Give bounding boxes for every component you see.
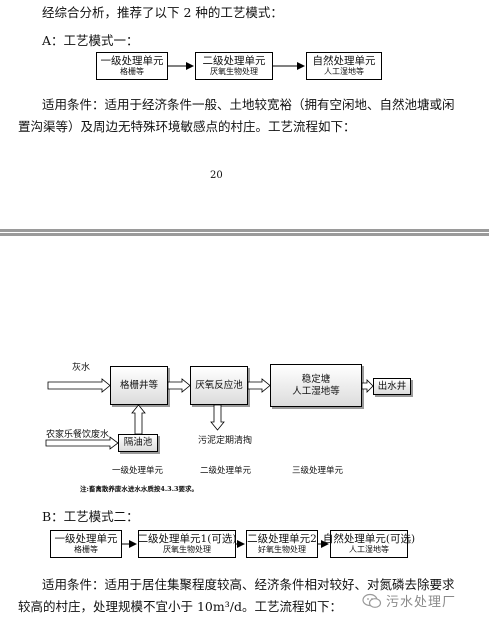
condition-line-2: 较高的村庄，处理规模不宜小于 10m³/d。工艺流程如下： bbox=[18, 599, 342, 614]
mode-b-unit-2: 二级处理单元1(可选) 厌氧生物处理 bbox=[138, 530, 236, 558]
diagram-note: 注:畜禽散养废水进水水质按4.3.3要求。 bbox=[80, 485, 198, 493]
anaerobic-tank-label: 厌氧反应池 bbox=[195, 379, 243, 391]
unit-subtitle: 格栅等 bbox=[120, 67, 144, 76]
unit-title: 自然处理单元(可选) bbox=[322, 533, 416, 545]
unit-title: 一级处理单元 bbox=[100, 55, 164, 67]
mode-b-unit-1: 一级处理单元 格栅等 bbox=[50, 530, 122, 558]
oil-separator-label: 隔油池 bbox=[123, 437, 153, 448]
mode-a-unit-1: 一级处理单元 格栅等 bbox=[96, 52, 168, 80]
unit-subtitle: 好氧生物处理 bbox=[258, 545, 306, 554]
unit-subtitle: 厌氧生物处理 bbox=[163, 545, 211, 554]
grid-well-label: 格栅井等 bbox=[119, 379, 158, 391]
mode-a-label: A：工艺模式一： bbox=[42, 33, 139, 48]
anaerobic-to-pond-arrow bbox=[247, 378, 271, 393]
mode-b-label: B：工艺模式二： bbox=[42, 509, 139, 524]
pond-label-1: 稳定塘 bbox=[301, 373, 331, 385]
stage-3-label: 三级处理单元 bbox=[292, 466, 344, 476]
unit-subtitle: 人工湿地等 bbox=[349, 545, 389, 554]
mode-b-unit-3: 二级处理单元2 好氧生物处理 bbox=[246, 530, 318, 558]
oil-to-grid-arrow bbox=[131, 404, 146, 435]
watermark-text: 污水处理厂 bbox=[386, 595, 457, 610]
restaurant-wastewater-arrow bbox=[45, 436, 119, 450]
unit-title: 自然处理单元 bbox=[312, 55, 376, 67]
condition-line-1: 适用条件：适用于经济条件一般、土地较宽裕（拥有空闲地、自然池塘或闲 bbox=[42, 97, 455, 112]
pond-label-2: 人工湿地等 bbox=[292, 385, 340, 397]
pond-to-outlet-arrow bbox=[361, 379, 374, 393]
mode-b-condition: 适用条件：适用于居住集聚程度较高、经济条件相对较好、对氮磷去除要求 较高的村庄，… bbox=[18, 574, 473, 618]
condition-line-1: 适用条件：适用于居住集聚程度较高、经济条件相对较好、对氮磷去除要求 bbox=[42, 577, 455, 592]
anaerobic-tank-box: 厌氧反应池 bbox=[190, 366, 248, 405]
unit-title: 一级处理单元 bbox=[54, 533, 118, 545]
grid-well-box: 格栅井等 bbox=[110, 366, 168, 405]
sludge-arrow bbox=[210, 404, 225, 431]
intro-line: 经综合分析，推荐了以下 2 种的工艺模式： bbox=[42, 5, 283, 20]
unit-subtitle: 格栅等 bbox=[74, 545, 98, 554]
mode-a-unit-3: 自然处理单元 人工湿地等 bbox=[306, 52, 382, 80]
mode-a-unit-2: 二级处理单元 厌氧生物处理 bbox=[195, 52, 273, 80]
page-separator-top bbox=[0, 229, 489, 232]
grey-water-arrow bbox=[47, 378, 111, 393]
page-separator-bottom bbox=[0, 233, 489, 236]
outlet-well-box: 出水井 bbox=[373, 378, 411, 395]
unit-title: 二级处理单元2 bbox=[247, 533, 317, 545]
mode-b-unit-4: 自然处理单元(可选) 人工湿地等 bbox=[323, 530, 415, 558]
mode-a-condition: 适用条件：适用于经济条件一般、土地较宽裕（拥有空闲地、自然池塘或闲 置沟渠等）及… bbox=[18, 94, 473, 138]
unit-subtitle: 厌氧生物处理 bbox=[210, 67, 258, 76]
stage-2-label: 二级处理单元 bbox=[200, 466, 252, 476]
stage-1-label: 一级处理单元 bbox=[112, 466, 164, 476]
unit-title: 二级处理单元 bbox=[202, 55, 266, 67]
inlet-grey-water: 灰水 bbox=[72, 363, 91, 373]
watermark: 污水处理厂 bbox=[362, 591, 456, 610]
page-number: 20 bbox=[210, 170, 223, 181]
condition-line-2: 置沟渠等）及周边无特殊环境敏感点的村庄。工艺流程如下： bbox=[18, 119, 356, 134]
grid-to-anaerobic-arrow bbox=[167, 378, 191, 393]
unit-subtitle: 人工湿地等 bbox=[324, 67, 364, 76]
outlet-well-label: 出水井 bbox=[377, 380, 407, 392]
sludge-removal-label: 污泥定期清掏 bbox=[198, 436, 253, 446]
inlet-restaurant-wastewater: 农家乐餐饮废水 bbox=[46, 430, 110, 440]
wechat-icon bbox=[362, 593, 382, 608]
unit-title: 二级处理单元1(可选) bbox=[137, 533, 237, 545]
